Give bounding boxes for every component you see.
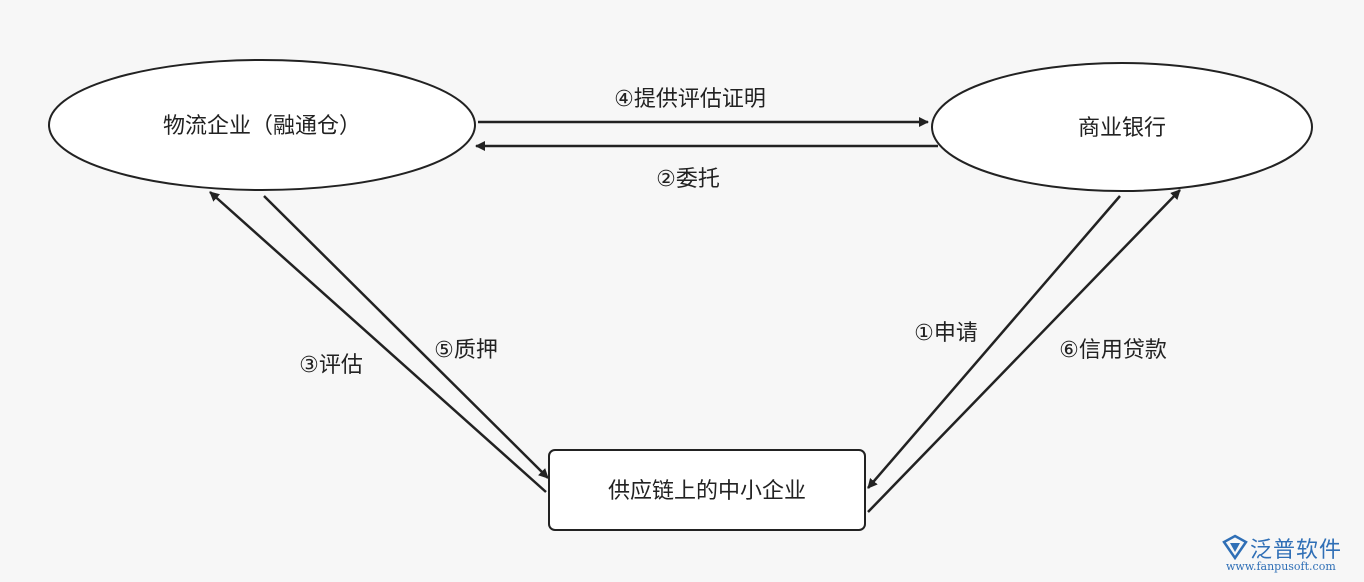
node-logistics: 物流企业（融通仓） (48, 59, 476, 191)
fanpu-logo-icon (1222, 534, 1248, 560)
edge-loan-arrow (867, 189, 1181, 513)
edge-loan-label: ⑥信用贷款 (1059, 338, 1167, 363)
node-sme: 供应链上的中小企业 (548, 449, 866, 531)
watermark-url: www.fanpusoft.com (1226, 560, 1336, 573)
watermark-name: 泛普软件 (1250, 538, 1343, 563)
edge-evaluate-arrow (209, 191, 547, 493)
node-sme-shape (548, 449, 866, 531)
node-logistics-label: 物流企业（融通仓） (163, 114, 361, 139)
node-logistics-shape (48, 59, 476, 191)
watermark: 泛普软件 www.fanpusoft.com (1222, 532, 1354, 576)
node-bank-shape (931, 62, 1313, 192)
edge-certificate-label: ④提供评估证明 (614, 87, 766, 112)
edge-apply-arrow (867, 195, 1121, 489)
edge-evaluate-label: ③评估 (299, 353, 363, 378)
edge-pledge-label: ⑤质押 (434, 338, 498, 363)
node-bank-label: 商业银行 (1078, 116, 1166, 141)
edge-pledge-arrow (263, 195, 549, 479)
node-bank: 商业银行 (931, 62, 1313, 192)
node-sme-label: 供应链上的中小企业 (608, 479, 806, 504)
edge-apply-label: ①申请 (914, 321, 978, 346)
edge-entrust-label: ②委托 (656, 167, 720, 192)
